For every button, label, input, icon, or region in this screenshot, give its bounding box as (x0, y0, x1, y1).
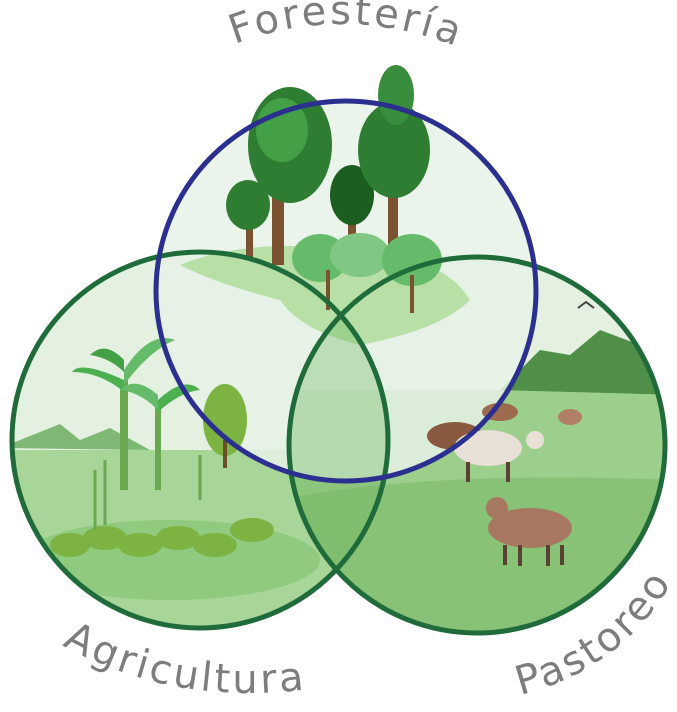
forestry-label: Forestería (223, 0, 471, 56)
